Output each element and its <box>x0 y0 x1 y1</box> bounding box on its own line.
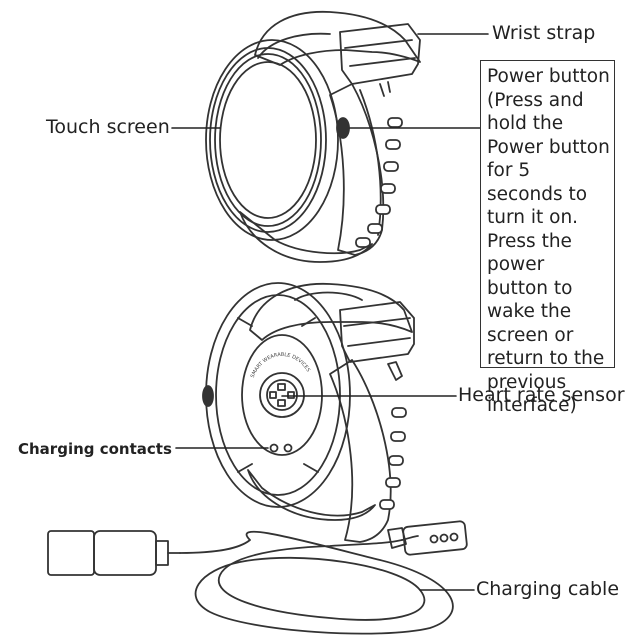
strap-top-front <box>254 10 421 66</box>
power-button <box>336 117 350 139</box>
callout-lines <box>171 33 489 591</box>
label-heart-rate-sensor: Heart rate sensor <box>458 384 625 406</box>
strap-top-inner <box>257 32 331 59</box>
label-touch-screen: Touch screen <box>46 116 170 138</box>
strap-keeper-back <box>339 301 415 363</box>
cable-loops <box>179 530 454 635</box>
watch-case-outer <box>205 39 339 241</box>
label-wrist-strap: Wrist strap <box>492 22 596 44</box>
strap-bottom-back <box>247 469 376 521</box>
power-button-back <box>202 385 214 407</box>
watch-back-case-inner <box>215 294 341 496</box>
buckle-pin <box>387 361 403 381</box>
sensor-leds <box>269 383 295 407</box>
watch-back-case-outer <box>205 282 351 508</box>
heart-rate-sensor <box>259 372 305 418</box>
label-power-button: Power button (Press and hold the Power b… <box>480 60 615 416</box>
label-charging-cable: Charging cable <box>476 578 620 600</box>
charging-cable-drawing <box>47 520 468 635</box>
watch-case-bezel <box>209 47 327 233</box>
watch-back-view <box>202 282 415 543</box>
strap-side-back <box>329 359 392 543</box>
magnetic-charger-head <box>387 527 407 549</box>
usb-plug <box>47 530 95 576</box>
label-charging-contacts: Charging contacts <box>18 440 172 458</box>
charging-contact-right <box>283 443 293 453</box>
watch-case-inner <box>214 53 322 227</box>
strap-keeper-front <box>339 23 421 85</box>
charging-contact-left <box>269 443 279 453</box>
back-plate <box>241 334 323 456</box>
watch-front-view <box>205 10 421 263</box>
strap-bottom-front <box>239 211 373 263</box>
charger-pins <box>429 532 459 544</box>
strap-holes-front <box>355 117 403 248</box>
strap-top-back <box>249 282 413 341</box>
touch-screen <box>219 61 317 219</box>
strap-holes-back <box>379 407 407 510</box>
